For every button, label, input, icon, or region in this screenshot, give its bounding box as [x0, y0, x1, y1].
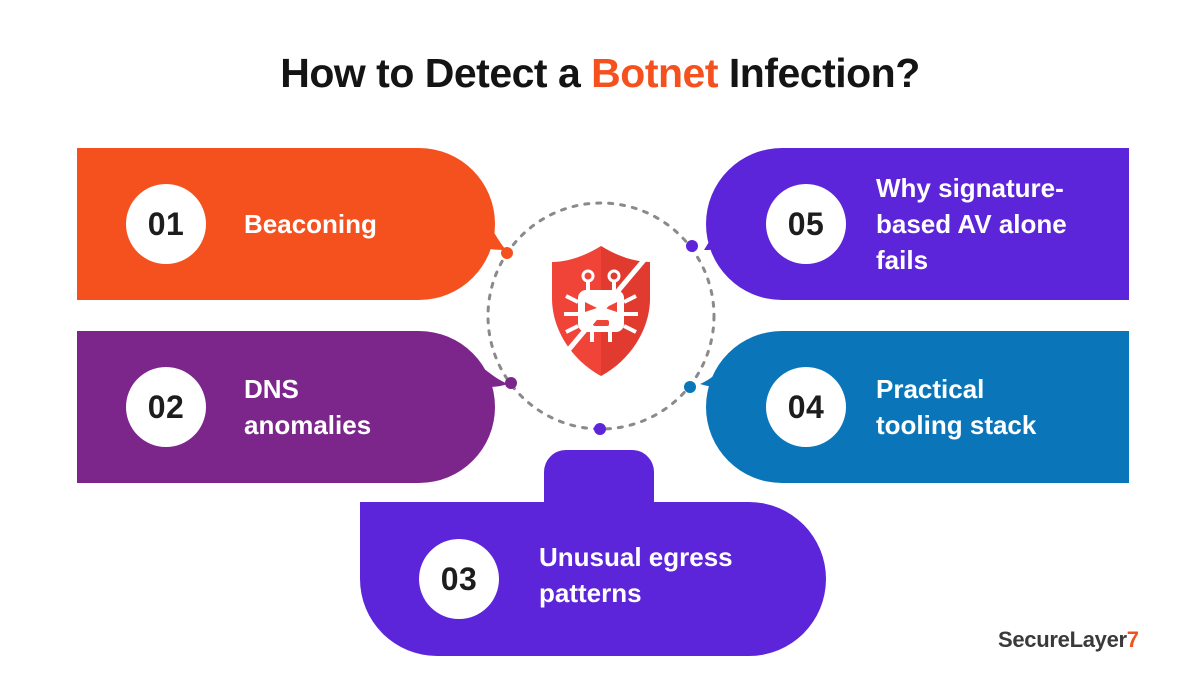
step-label: Practical tooling stack [876, 374, 1037, 440]
page-title: How to Detect a Botnet Infection? [0, 50, 1200, 97]
dot-02 [505, 377, 517, 389]
step-label: Why signature-based AV alone fails [876, 173, 1067, 275]
step-label: Unusual egress patterns [539, 542, 733, 608]
step-card-04: 04 Practical tooling stack [706, 331, 1129, 483]
step-number-badge: 01 [126, 184, 206, 264]
step-number-badge: 03 [419, 539, 499, 619]
step-label: DNS anomalies [244, 374, 372, 440]
dot-04 [684, 381, 696, 393]
pointer-02 [458, 364, 508, 387]
dashed-ring [486, 201, 716, 431]
title-after: Infection? [717, 50, 920, 96]
title-highlight: Botnet [591, 50, 718, 96]
dot-01 [501, 247, 513, 259]
step-label: Beaconing [244, 209, 377, 239]
pointer-04 [700, 364, 750, 387]
title-before: How to Detect a [280, 50, 592, 96]
pointer-01 [458, 212, 506, 250]
pointer-05 [704, 212, 752, 250]
step-number-badge: 04 [766, 367, 846, 447]
bot-blocked-shield-icon [552, 246, 650, 376]
step-card-01: 01 Beaconing [77, 148, 495, 300]
dot-05 [686, 240, 698, 252]
step-number-badge: 02 [126, 367, 206, 447]
logo-accent: 7 [1126, 627, 1139, 652]
step-card-02: 02 DNS anomalies [77, 331, 495, 483]
logo-main: SecureLayer [998, 627, 1127, 652]
step-number-badge: 05 [766, 184, 846, 264]
step-card-05: 05 Why signature-based AV alone fails [706, 148, 1129, 300]
dot-03 [594, 423, 606, 435]
securelayer7-logo: SecureLayer7 [998, 627, 1139, 653]
step-card-03: 03 Unusual egress patterns [360, 502, 826, 656]
